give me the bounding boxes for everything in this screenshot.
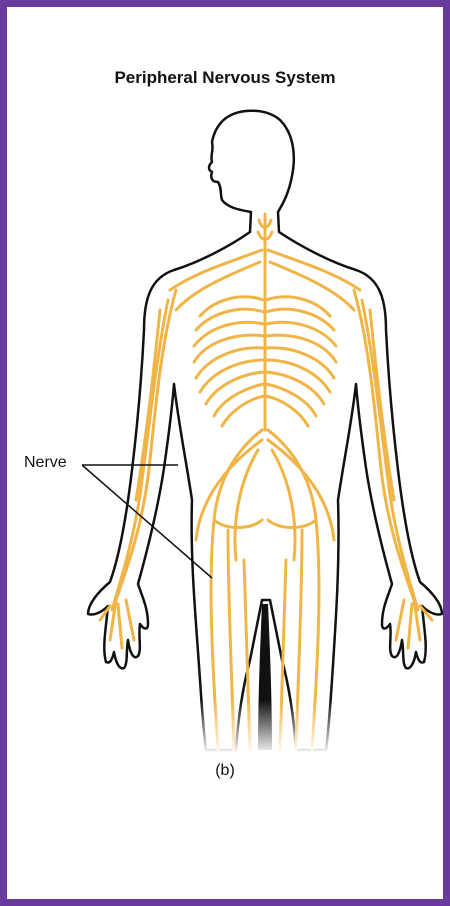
panel-label: (b) bbox=[0, 762, 450, 780]
figure-title: Peripheral Nervous System bbox=[0, 68, 450, 88]
nerve-label: Nerve bbox=[24, 454, 67, 472]
leg-fade bbox=[190, 700, 350, 756]
